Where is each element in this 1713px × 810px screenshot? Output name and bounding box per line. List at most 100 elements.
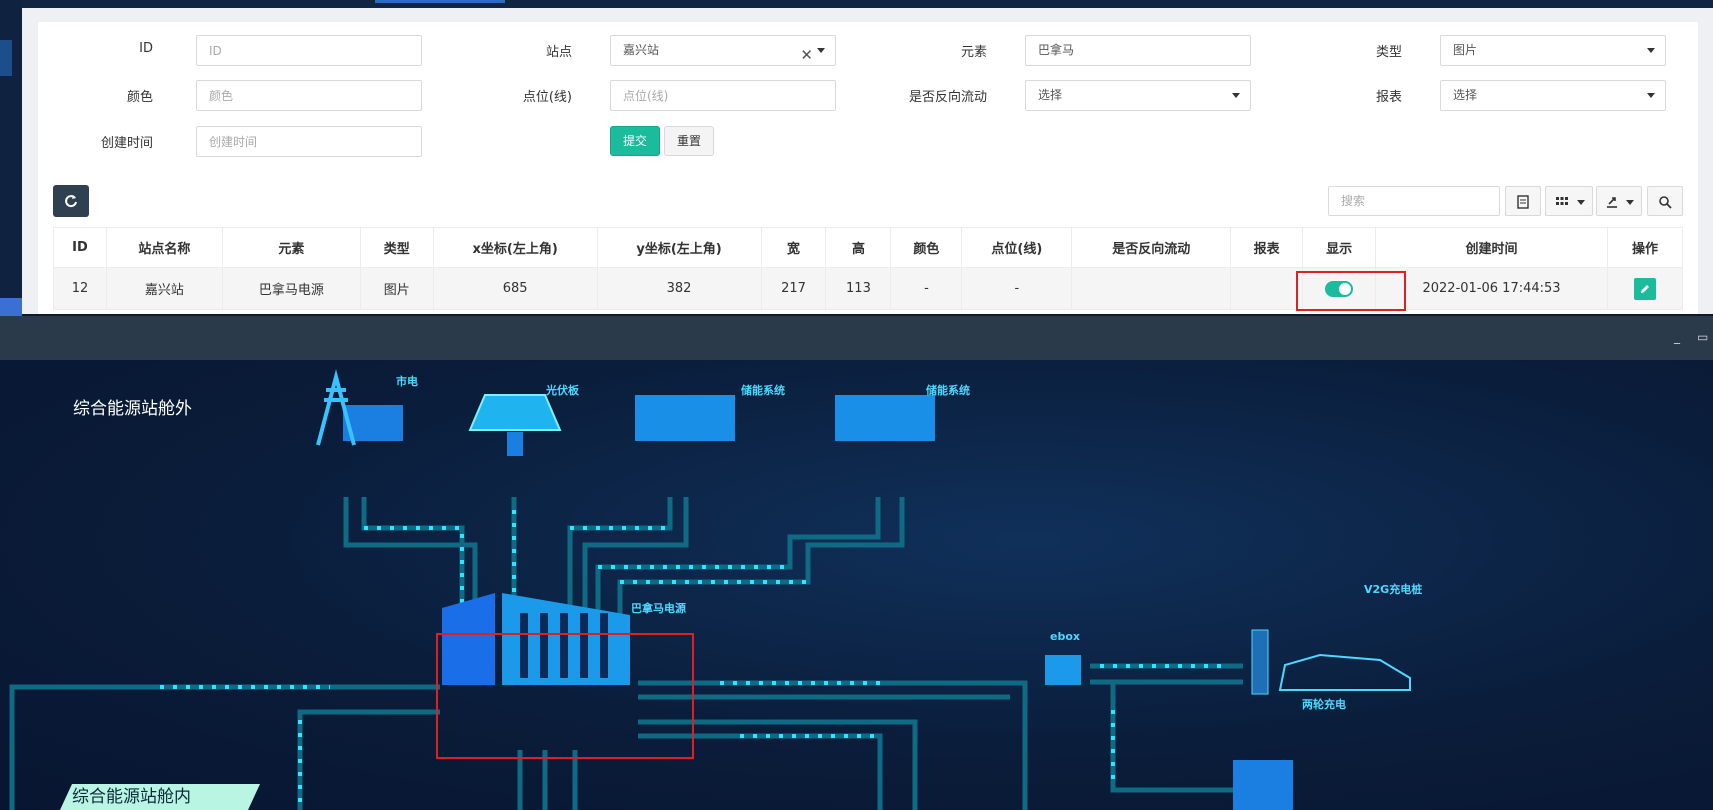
col-element[interactable]: 元素 xyxy=(221,227,361,268)
energy-station-canvas: 综合能源站舱外 市电 光伏板 储能系统 储能系统 巴拿马电源 ebox V2G充… xyxy=(0,360,1713,810)
reset-button[interactable]: 重置 xyxy=(664,126,714,156)
cell-report xyxy=(1230,267,1304,310)
created-time-label: 创建时间 xyxy=(100,136,153,151)
cell-element: 巴拿马电源 xyxy=(221,267,361,310)
station-select[interactable]: 嘉兴站 ✕ xyxy=(610,35,836,66)
search-button[interactable] xyxy=(1647,186,1683,216)
columns-button[interactable] xyxy=(1545,186,1593,216)
toggle-view-button[interactable] xyxy=(1505,186,1541,216)
pencil-icon xyxy=(1640,284,1649,293)
label-v2g: V2G充电桩 xyxy=(1364,583,1423,596)
sidebar-accent-2 xyxy=(0,298,22,316)
col-station[interactable]: 站点名称 xyxy=(105,227,223,268)
chevron-down-icon xyxy=(1647,93,1655,98)
chevron-down-icon xyxy=(1577,200,1585,205)
cell-id: 12 xyxy=(53,267,107,310)
col-x[interactable]: x坐标(左上角) xyxy=(432,227,598,268)
label-panama: 巴拿马电源 xyxy=(631,602,686,615)
col-height[interactable]: 高 xyxy=(825,227,892,268)
highlight-panama-element xyxy=(436,633,694,759)
col-report[interactable]: 报表 xyxy=(1230,227,1304,268)
label-storage-1: 储能系统 xyxy=(741,384,785,397)
point-field[interactable] xyxy=(610,80,836,111)
type-label: 类型 xyxy=(1375,45,1402,60)
reverse-flow-select[interactable]: 选择 xyxy=(1025,80,1251,111)
label-grid: 市电 xyxy=(396,375,418,388)
color-label: 颜色 xyxy=(126,90,153,105)
table-search[interactable] xyxy=(1328,186,1500,216)
element-field[interactable]: 巴拿马 xyxy=(1025,35,1251,66)
chevron-down-icon xyxy=(1232,93,1240,98)
cell-actions xyxy=(1606,267,1684,310)
cell-y: 382 xyxy=(596,267,762,310)
solar-panel-icon xyxy=(468,394,562,456)
col-display[interactable]: 显示 xyxy=(1302,227,1377,268)
chevron-down-icon xyxy=(1626,200,1634,205)
color-input[interactable] xyxy=(209,81,409,110)
refresh-icon xyxy=(65,195,77,208)
col-width[interactable]: 宽 xyxy=(760,227,827,268)
color-field[interactable] xyxy=(196,80,422,111)
type-select[interactable]: 图片 xyxy=(1440,35,1666,66)
minimize-button[interactable]: _ xyxy=(1674,330,1680,344)
admin-panel: ID 站点 嘉兴站 ✕ 元素 巴拿马 类型 图片 颜色 点位(线) 是否反向流动 xyxy=(22,8,1713,314)
cell-display xyxy=(1302,267,1377,310)
cell-x: 685 xyxy=(432,267,598,310)
left-sidebar-edge xyxy=(0,0,22,320)
station-label: 站点 xyxy=(545,45,572,60)
submit-button[interactable]: 提交 xyxy=(610,126,660,156)
export-button[interactable] xyxy=(1596,186,1642,216)
cell-point: - xyxy=(961,267,1073,310)
id-field[interactable] xyxy=(196,35,422,66)
power-grid-icon xyxy=(316,369,403,446)
chevron-down-icon xyxy=(817,48,825,53)
grid-icon xyxy=(1556,197,1568,205)
label-ebox: ebox xyxy=(1050,630,1080,643)
cell-height: 113 xyxy=(825,267,892,310)
col-color[interactable]: 颜色 xyxy=(890,227,963,268)
col-reverse[interactable]: 是否反向流动 xyxy=(1071,227,1232,268)
cell-type: 图片 xyxy=(359,267,434,310)
v2g-charger-icon xyxy=(1251,629,1411,695)
col-y[interactable]: y坐标(左上角) xyxy=(596,227,762,268)
station-value: 嘉兴站 xyxy=(623,43,660,57)
element-label: 元素 xyxy=(960,45,987,60)
report-value: 选择 xyxy=(1453,88,1478,102)
flow-diagram xyxy=(9,369,1411,810)
point-input[interactable] xyxy=(623,81,823,110)
created-time-input[interactable] xyxy=(209,127,409,156)
chevron-down-icon xyxy=(1647,48,1655,53)
edit-button[interactable] xyxy=(1633,277,1656,300)
col-point[interactable]: 点位(线) xyxy=(961,227,1073,268)
ebox-icon xyxy=(1045,655,1081,685)
element-value: 巴拿马 xyxy=(1038,43,1075,57)
table-row[interactable]: 12 嘉兴站 巴拿马电源 图片 685 382 217 113 - - 2022… xyxy=(53,267,1684,310)
refresh-button[interactable] xyxy=(53,185,89,217)
storage-system-icon-1 xyxy=(635,395,735,441)
col-created[interactable]: 创建时间 xyxy=(1375,227,1608,268)
cell-station: 嘉兴站 xyxy=(105,267,223,310)
col-type[interactable]: 类型 xyxy=(359,227,434,268)
cell-reverse xyxy=(1071,267,1232,310)
search-icon xyxy=(1659,196,1672,209)
active-tab-indicator xyxy=(375,0,505,3)
id-label: ID xyxy=(139,41,153,56)
flow-dots xyxy=(160,510,1230,810)
panama-power-icon xyxy=(442,593,630,685)
maximize-button[interactable]: ▭ xyxy=(1697,330,1709,344)
clear-icon[interactable]: ✕ xyxy=(800,46,813,64)
reverse-flow-label: 是否反向流动 xyxy=(908,90,987,105)
highlight-display-toggle xyxy=(1296,271,1406,311)
label-two-wheel: 两轮充电 xyxy=(1302,698,1346,711)
display-toggle[interactable] xyxy=(1325,280,1354,297)
created-time-field[interactable] xyxy=(196,126,422,157)
id-input[interactable] xyxy=(209,36,409,65)
sidebar-accent xyxy=(0,40,12,76)
pipes xyxy=(9,497,1243,810)
label-pv: 光伏板 xyxy=(546,384,579,397)
col-id[interactable]: ID xyxy=(53,227,107,268)
search-input[interactable] xyxy=(1339,187,1489,215)
cell-width: 217 xyxy=(760,267,827,310)
report-select[interactable]: 选择 xyxy=(1440,80,1666,111)
outside-title: 综合能源站舱外 xyxy=(73,399,192,419)
